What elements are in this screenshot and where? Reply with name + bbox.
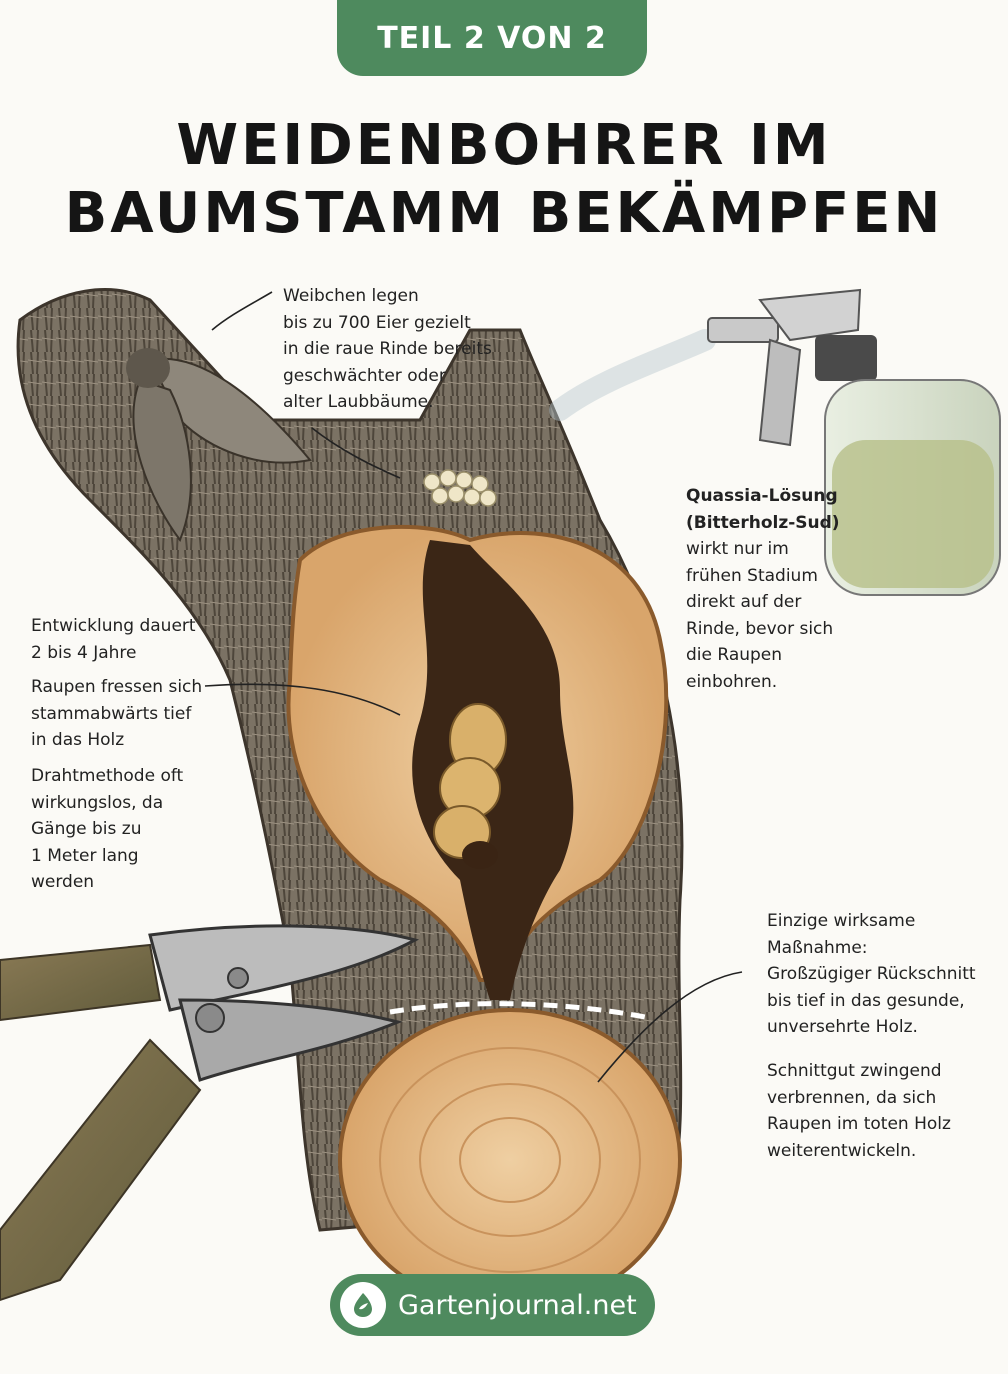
larva: [433, 703, 507, 869]
burn-note: Schnittgut zwingend verbrennen, da sich …: [767, 1058, 951, 1164]
quassia-line: frühen Stadium: [686, 565, 818, 586]
eggs-line: geschwächter oder: [283, 365, 446, 386]
burn-line: weiterentwickeln.: [767, 1140, 917, 1161]
measure-line: bis tief in das gesunde,: [767, 990, 965, 1011]
leader-lines: [204, 291, 743, 1083]
eggs-line: alter Laubbäume.: [283, 392, 434, 412]
upper-cross-section: [286, 524, 669, 1000]
quassia-heading-line: Quassia-Lösung: [686, 486, 838, 506]
quassia-line: direkt auf der: [686, 592, 802, 612]
cut-line: [389, 1001, 651, 1021]
part-badge: TEIL 2 VON 2: [337, 0, 647, 76]
measure-line: Einzige wirksame: [767, 911, 916, 931]
development-note: Entwicklung dauert 2 bis 4 Jahre: [31, 613, 196, 666]
measure-note: Einzige wirksame Maßnahme: Großzügiger R…: [767, 908, 976, 1041]
burn-line: Schnittgut zwingend: [767, 1061, 942, 1081]
development-line: Entwicklung dauert: [31, 616, 196, 636]
wire-line: 1 Meter lang: [31, 845, 139, 866]
eggs-note: Weibchen legen bis zu 700 Eier gezielt i…: [283, 283, 492, 416]
measure-line: unversehrte Holz.: [767, 1017, 918, 1037]
site-footer-badge[interactable]: Gartenjournal.net: [330, 1274, 655, 1336]
quassia-heading: Quassia-Lösung (Bitterholz-Sud): [686, 483, 840, 536]
title-line-1: WEIDENBOHRER IM: [176, 113, 832, 178]
measure-line: Maßnahme:: [767, 937, 868, 958]
quassia-heading-line: (Bitterholz-Sud): [686, 512, 840, 533]
leaf-drop-icon: [340, 1282, 386, 1328]
development-line: 2 bis 4 Jahre: [31, 642, 137, 663]
larvae-line: Raupen fressen sich: [31, 677, 203, 697]
quassia-line: einbohren.: [686, 671, 778, 692]
burn-line: Raupen im toten Holz: [767, 1114, 951, 1134]
quassia-line: Rinde, bevor sich: [686, 618, 834, 639]
eggs-line: bis zu 700 Eier gezielt: [283, 312, 471, 333]
larvae-line: stammabwärts tief: [31, 703, 192, 724]
moth: [126, 348, 312, 543]
eggs-line: in die raue Rinde bereits: [283, 339, 492, 359]
quassia-note: Quassia-Lösung (Bitterholz-Sud) wirkt nu…: [686, 483, 840, 695]
quassia-line: die Raupen: [686, 645, 783, 665]
wire-line: Gänge bis zu: [31, 819, 142, 839]
egg-cluster: [423, 469, 497, 507]
pruning-shears: [0, 924, 420, 1302]
burn-line: verbrennen, da sich: [767, 1087, 937, 1108]
title-line-2: BAUMSTAMM BEKÄMPFEN: [64, 181, 944, 246]
spray-bottle: [549, 288, 1001, 596]
site-name: Gartenjournal.net: [398, 1289, 637, 1321]
wire-method-note: Drahtmethode oft wirkungslos, da Gänge b…: [31, 763, 183, 896]
measure-line: Großzügiger Rückschnitt: [767, 964, 976, 984]
wire-line: wirkungslos, da: [31, 792, 164, 813]
quassia-line: wirkt nur im: [686, 539, 789, 559]
larvae-line: in das Holz: [31, 730, 125, 750]
wire-line: Drahtmethode oft: [31, 766, 184, 786]
lower-cross-section: [338, 1008, 682, 1312]
wire-line: werden: [31, 872, 95, 892]
page-title: WEIDENBOHRER IM BAUMSTAMM BEKÄMPFEN: [0, 112, 1008, 248]
larvae-note: Raupen fressen sich stammabwärts tief in…: [31, 674, 202, 754]
eggs-line: Weibchen legen: [283, 286, 419, 306]
